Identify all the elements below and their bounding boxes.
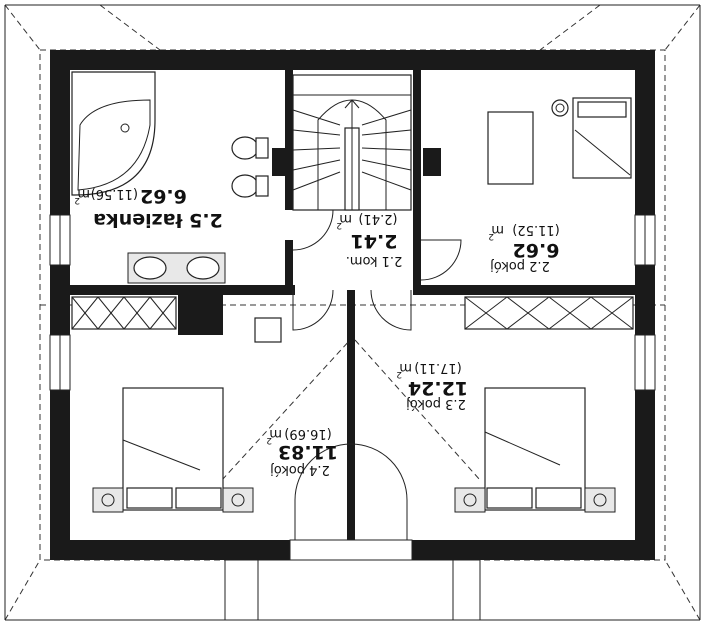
wardrobe-right — [464, 296, 634, 330]
room-2-3-name: 2.3 pokój — [406, 396, 466, 411]
door-swings — [221, 209, 481, 540]
room-2-4-area-detail: (16.69) — [284, 426, 331, 441]
walls — [49, 50, 656, 561]
room-2-5-name: 2.5 łazienka — [93, 209, 223, 231]
room-2-4-unit: m — [269, 426, 282, 441]
room-label-2-4: 11.83 2.4 pokój (16.69) m 2 — [266, 426, 338, 477]
bed-room-2-4 — [92, 317, 282, 513]
room-2-5-sup: 2 — [74, 195, 80, 205]
room-2-3-unit: m — [399, 360, 412, 375]
room-2-3-area-detail: (17.11) — [414, 360, 461, 375]
room-2-3-area: 12.24 — [408, 377, 468, 399]
room-2-1-name: 2.1 kom. — [346, 253, 403, 268]
room-2-5-area-detail: (11.56) — [91, 186, 138, 201]
bathroom-fixtures — [71, 71, 269, 284]
room-2-2-area-detail: (11.52) — [512, 222, 559, 237]
room-2-3-sup: 2 — [396, 369, 402, 379]
room-2-5-unit: m — [77, 186, 90, 201]
room-2-5-area: 6.62 — [140, 185, 187, 207]
room-2-4-name: 2.4 pokój — [270, 462, 330, 477]
room-label-2-5: 2.5 łazienka 6.62 (11.56) m 2 — [74, 185, 223, 231]
staircase — [292, 74, 412, 211]
wardrobe-left — [71, 296, 177, 330]
room-2-2-sup: 2 — [488, 231, 494, 241]
room-2-2-unit: m — [491, 222, 504, 237]
room-2-2-area: 6.62 — [513, 239, 560, 261]
room-label-2-2: 6.62 2.2 pokój (11.52) m 2 — [488, 222, 559, 273]
room-label-2-1: 2.1 kom. 2.41 (2.41) m 2 — [336, 211, 402, 268]
bed-room-2-2 — [487, 97, 632, 185]
room-2-1-area: 2.41 — [351, 230, 398, 252]
room-label-2-3: 12.24 2.3 pokój (17.11) m 2 — [396, 360, 468, 411]
room-2-1-area-detail: (2.41) — [358, 211, 397, 226]
bed-room-2-3 — [454, 387, 616, 513]
room-2-1-unit: m — [339, 211, 352, 226]
room-2-1-sup: 2 — [336, 220, 342, 230]
room-2-4-area: 11.83 — [278, 441, 338, 463]
room-2-4-sup: 2 — [266, 435, 272, 445]
room-2-2-name: 2.2 pokój — [490, 258, 550, 273]
